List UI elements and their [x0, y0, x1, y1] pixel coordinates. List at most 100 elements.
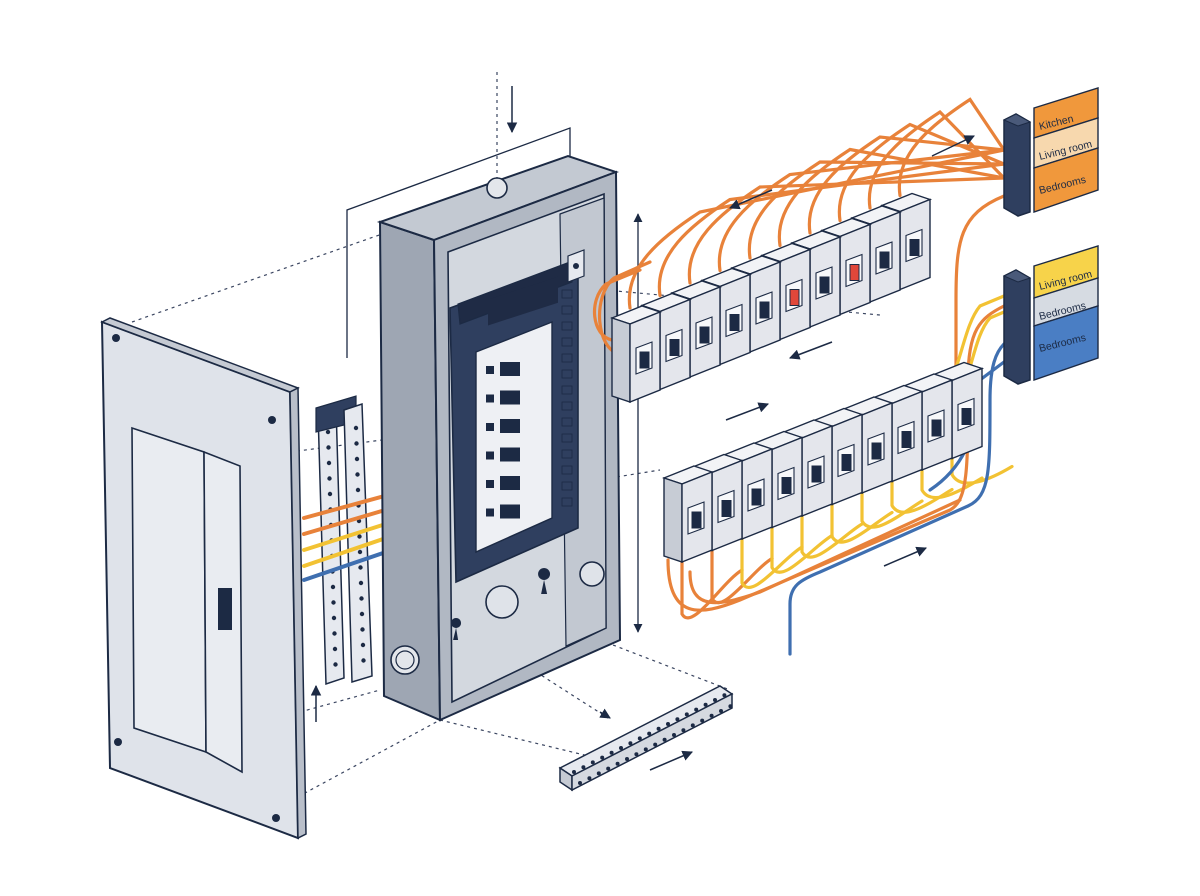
- bar-hole: [578, 781, 582, 785]
- cover-door-left: [131, 426, 207, 754]
- breaker-toggle-icon: [721, 500, 732, 517]
- deadfront-tooth: [561, 369, 573, 379]
- neutral-bar-right: [343, 402, 373, 683]
- cover-screw-icon: [268, 416, 276, 424]
- bar-hole: [728, 704, 733, 709]
- deadfront-tooth: [561, 481, 573, 491]
- knockout-icon: [485, 585, 519, 619]
- leader-lines: [131, 72, 881, 801]
- wire-orange: [807, 135, 1006, 235]
- wire-orange: [897, 97, 1006, 198]
- bar-hole: [359, 611, 365, 617]
- bar-hole: [647, 731, 652, 736]
- deadfront-tooth: [561, 353, 573, 363]
- wire-bottom: [800, 514, 864, 559]
- bar-hole: [327, 491, 333, 497]
- deadfront-tooth: [561, 289, 573, 299]
- wire-bottom: [740, 537, 804, 589]
- bar-hole: [354, 456, 360, 462]
- bus-stab: [486, 480, 494, 488]
- wire-orange: [666, 304, 1006, 612]
- bar-hole: [675, 717, 680, 722]
- bar-hole: [572, 770, 576, 774]
- arrow-icon: [883, 546, 927, 567]
- bar-hole: [357, 549, 363, 555]
- bar-hole: [330, 584, 336, 590]
- arrow-icon: [725, 402, 769, 421]
- wire-bottom: [950, 456, 1014, 485]
- bar-hole: [357, 534, 362, 539]
- arrow-icon: [729, 189, 773, 210]
- label-tag: [1033, 305, 1099, 381]
- wires-bottom-row: [666, 294, 1014, 656]
- breaker-row-bottom: [661, 361, 985, 564]
- breaker-toggle-icon: [751, 488, 762, 506]
- breaker-toggle-icon: [879, 251, 890, 269]
- breaker-toggle-icon: [699, 326, 710, 344]
- wire-orange: [627, 148, 1006, 310]
- wire-orange: [777, 147, 1006, 248]
- wire-orange: [717, 148, 1006, 273]
- deadfront-tooth: [561, 465, 573, 475]
- arrow-icon: [931, 135, 975, 157]
- breaker-row-top: [609, 192, 933, 404]
- bar-hole: [331, 600, 336, 605]
- bar-hole: [719, 709, 723, 713]
- bar-hole: [326, 460, 332, 466]
- breaker-toggle-icon: [931, 419, 942, 437]
- wire-bottom: [830, 502, 894, 544]
- bar-hole: [709, 713, 714, 718]
- wire-orange: [747, 160, 1006, 260]
- bar-hole: [327, 476, 332, 481]
- deadfront-tooth: [561, 321, 573, 331]
- breaker-toggle-icon: [639, 351, 650, 369]
- cover-screw-icon: [112, 334, 120, 342]
- bar-hole: [615, 761, 620, 766]
- bar-hole: [681, 728, 686, 733]
- terminal-block-bottom: [1002, 269, 1032, 385]
- wire-bottom: [680, 560, 744, 620]
- neutral-wires: [302, 492, 394, 582]
- bar-hole: [326, 445, 331, 450]
- bar-hole: [690, 723, 695, 728]
- wire-orange: [592, 268, 642, 342]
- bar-hole: [619, 746, 623, 750]
- deadfront-tooth: [561, 385, 573, 395]
- circuit-labels-top: Kitchen Living room Bedrooms: [1033, 87, 1099, 213]
- bus-stab: [500, 419, 520, 433]
- bar-hole: [359, 596, 364, 601]
- terminal-block-top: [1002, 113, 1032, 217]
- bar-hole: [355, 487, 361, 493]
- breaker-toggle-icon: [871, 442, 882, 460]
- bar-hole: [653, 742, 658, 747]
- breaker-toggle-icon: [691, 511, 702, 529]
- wire-bottom: [770, 525, 834, 574]
- bar-hole: [684, 712, 689, 717]
- keyhole-icon: [538, 568, 551, 594]
- wire-orange: [657, 162, 1006, 298]
- bar-hole: [672, 733, 676, 737]
- arrow-icon: [599, 708, 611, 719]
- breaker-toggle-icon: [909, 239, 920, 256]
- bar-hole: [331, 615, 337, 621]
- deadfront-tooth: [561, 417, 573, 427]
- knockout-icon: [390, 645, 420, 675]
- panel-interior: [449, 249, 585, 584]
- circuit-breaker: [609, 305, 663, 404]
- breaker-toggle-icon: [781, 477, 792, 494]
- bar-hole: [637, 736, 642, 741]
- deadfront-tooth: [561, 305, 573, 315]
- direction-arrows: [310, 86, 975, 771]
- bus-stab: [486, 394, 494, 403]
- bar-hole: [333, 662, 338, 667]
- breaker-toggle-icon: [819, 276, 830, 294]
- panel-cover: [100, 317, 307, 840]
- bar-hole: [581, 765, 586, 770]
- keyhole-icon: [451, 618, 462, 640]
- bar-hole: [600, 755, 605, 760]
- breaker-toggle-icon: [901, 431, 912, 448]
- wire-orange: [837, 122, 1006, 223]
- bar-hole: [332, 646, 338, 652]
- bar-hole: [361, 658, 366, 663]
